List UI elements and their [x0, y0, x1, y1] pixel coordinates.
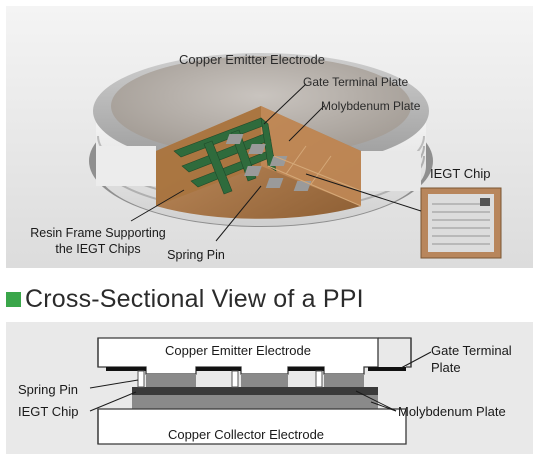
photo-label-molybdenum: Molybdenum Plate: [321, 99, 421, 113]
cross-label-copper-collector: Copper Collector Electrode: [168, 427, 324, 442]
photo-label-resin-line2: the IEGT Chips: [55, 242, 140, 256]
cross-label-copper-emitter: Copper Emitter Electrode: [165, 343, 311, 358]
photo-leader-lines: [130, 83, 422, 242]
cross-leader-lines: [89, 351, 432, 412]
ppi-cutaway-photo: Copper Emitter Electrode Gate Terminal P…: [6, 6, 533, 268]
gate-terminal-bars: [106, 367, 406, 371]
cross-label-gate-line2: Plate: [431, 360, 461, 375]
spring-pins: [137, 370, 323, 388]
side-block-left: [96, 146, 156, 186]
moly-and-chip-layers: [132, 374, 378, 409]
cross-label-gate-line1: Gate Terminal: [431, 343, 512, 358]
chip-array: [225, 134, 312, 191]
photo-label-resin-line1: Resin Frame Supporting: [30, 226, 166, 240]
cross-label-spring-pin: Spring Pin: [18, 382, 78, 397]
iegt-chip-inset: [420, 187, 502, 259]
photo-label-spring-pin: Spring Pin: [167, 248, 225, 262]
section-title: Cross-Sectional View of a PPI: [25, 284, 364, 313]
cross-section-diagram: Copper Emitter Electrode Copper Collecto…: [6, 322, 533, 454]
cross-label-molybdenum: Molybdenum Plate: [398, 404, 506, 419]
green-square-icon: [6, 291, 21, 307]
photo-label-iegt-chip: IEGT Chip: [430, 166, 490, 181]
photo-label-copper-emitter: Copper Emitter Electrode: [179, 52, 325, 67]
cross-label-iegt-chip: IEGT Chip: [18, 404, 78, 419]
resin-frame-grid: [267, 145, 362, 207]
side-block: [361, 151, 421, 191]
section-header: Cross-Sectional View of a PPI: [6, 284, 364, 314]
photo-label-gate-plate: Gate Terminal Plate: [303, 75, 408, 89]
